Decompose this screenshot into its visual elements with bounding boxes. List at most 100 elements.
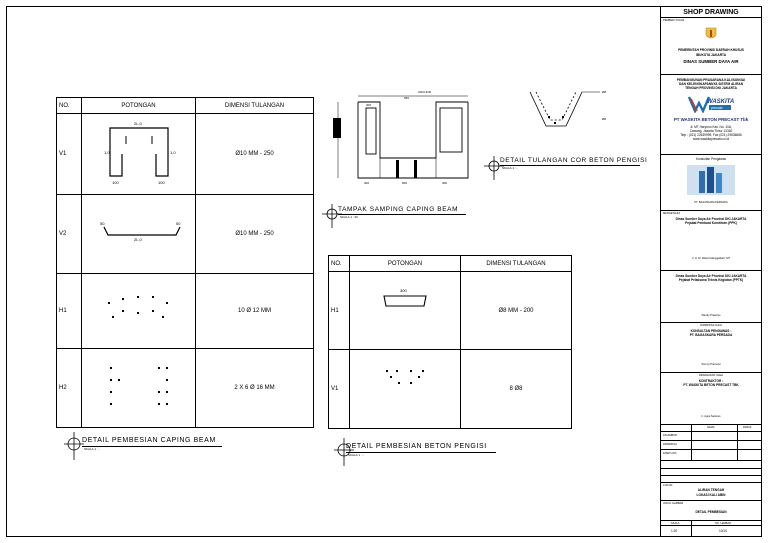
- bagaskara-logo-icon: [687, 165, 735, 195]
- svg-text:100: 100: [112, 180, 119, 185]
- checker-2: PT. BAGASKARA PERSADA: [689, 333, 733, 337]
- svg-text:WASKITA: WASKITA: [707, 99, 734, 105]
- caption-scale: SKALA 1 : 20: [340, 215, 358, 219]
- project-line-1: PEMBANGUNAN PRASARANA KALI/SUNGAI: [676, 78, 746, 82]
- consultant-name: PT. BAGASKARA PERSADA: [694, 201, 728, 204]
- owner-line-2: IBUKOTA JAKARTA: [695, 53, 727, 57]
- caption-infill: DETAIL TULANGAN COR BETON PENGISI: [500, 157, 648, 164]
- scale-sheet-section: SKALA NO. LEMBAR 1:20 10/10: [661, 521, 761, 536]
- svg-text:2L,0: 2L,0: [134, 121, 143, 126]
- maker-2: PT. WASKITA BETON PRECAST TBK: [683, 383, 739, 387]
- sheet-label: NO. LEMBAR: [715, 522, 731, 525]
- address-line-1: Jl. MT Haryono Kav. No. 10A,: [690, 125, 732, 129]
- caption-tampak-samping: TAMPAK SAMPING CAPING BEAM: [338, 206, 459, 213]
- caption-scale: SKALA 1 : -: [84, 447, 100, 451]
- owner-line-3: DINAS SUMBER DAYA AIR: [683, 59, 739, 64]
- caption-underline: [338, 214, 466, 215]
- location-line-2: LOKASI KALI ABIN: [696, 493, 726, 497]
- signatory-1: Ir. H. M. Robert Manggabarit, MT: [692, 257, 730, 260]
- consultant-section: Konsultan Pengawas PT. BAGASKARA PERSADA: [661, 155, 761, 211]
- agency-1b: Pejabat Pembuat Komitmen (PPK): [685, 221, 737, 225]
- caption-underline: [500, 165, 640, 166]
- caption-scale: SKALA 1 : -: [502, 166, 518, 170]
- col-header-no: NO.: [56, 97, 82, 114]
- agency-2: Dinas Sumber Daya Air Provinsi DKI JAKAR…: [675, 274, 747, 278]
- checked-section: DIPERIKSA OLEH KONSULTAN PENGAWAS : PT. …: [661, 323, 761, 373]
- rebar-table-beton-pengisi: NO. POTONGAN DIMENSI TULANGAN H1 300 Ø8 …: [328, 255, 572, 429]
- rebar-shape-h1: [81, 273, 196, 349]
- row-dim: Ø10 MM - 250: [195, 113, 314, 195]
- svg-text:50: 50: [176, 221, 181, 226]
- contractor-name: PT WASKITA BETON PRECAST Tbk: [673, 117, 749, 122]
- checked2-label: DIPERIKSA: [663, 443, 677, 446]
- agency-1: Dinas Sumber Daya Air Provinsi DKI JAKAR…: [675, 217, 747, 221]
- caption-caping-beam: DETAIL PEMBESIAN CAPING BEAM: [82, 437, 216, 444]
- row-no: H1: [328, 271, 350, 350]
- row-no: V2: [56, 194, 82, 274]
- location-label: LOKASI: [663, 484, 673, 487]
- revision-rows: [661, 461, 761, 483]
- svg-text:300: 300: [364, 181, 369, 185]
- table-row: V1 2L,0 1,0 1,0 100 100 Ø10 MM - 250: [56, 113, 314, 195]
- approval-pptk-section: Dinas Sumber Daya Air Provinsi DKI JAKAR…: [661, 271, 761, 323]
- drawing-title-section: JUDUL GAMBAR DETAIL PEMBESIAN: [661, 501, 761, 521]
- infill-h1-drawing: 300: [383, 288, 427, 307]
- col-header-potongan: POTONGAN: [349, 255, 461, 272]
- checked-label: DIPERIKSA OLEH: [700, 324, 722, 327]
- jakarta-emblem-icon: [705, 27, 717, 39]
- row-no: V1: [56, 113, 82, 195]
- rebar-shape-infill-v1: [349, 349, 461, 429]
- agency-2b: Pejabat Pelaksana Teknis Kegiatan (PPTK): [678, 278, 744, 282]
- address-line-4: www.waskitaprecast.co.id: [692, 137, 730, 141]
- table-row: V1 8 Ø8: [328, 349, 572, 429]
- caption-underline: [346, 452, 496, 453]
- sign-col-paraf: PARAF: [743, 426, 752, 429]
- table-row: H1 300 Ø8 MM - 200: [328, 271, 572, 350]
- rebar-shape-v2: 2L,0 50 50: [81, 194, 196, 274]
- rebar-h2-drawing: [110, 367, 168, 405]
- made-label: DIKERJAKAN OLEH: [698, 374, 724, 377]
- svg-text:2L,0: 2L,0: [134, 237, 143, 242]
- signatory-2: Wendy Prasetyo: [701, 314, 721, 317]
- rebar-table-caping-beam: NO. POTONGAN DIMENSI TULANGAN V1 2L,0 1,…: [56, 97, 314, 428]
- title-block-heading: SHOP DRAWING: [661, 7, 761, 18]
- caping-beam-section-drawing: ANCHOR 300 650 300 600 300: [333, 90, 469, 185]
- approved2-label: DISETUJUI: [663, 452, 677, 455]
- col-header-no: NO.: [328, 255, 350, 272]
- table-row: H2 2 X 6 Ø 16 MM: [56, 348, 314, 428]
- section-marker-icon: [334, 438, 354, 466]
- svg-text:100: 100: [158, 180, 165, 185]
- sign-col-name: NAMA: [707, 426, 715, 429]
- title-block: SHOP DRAWING PEMBERI TUGAS PEMERINTAH PR…: [660, 7, 761, 536]
- owner-section: PEMBERI TUGAS PEMERINTAH PROVINSI DAERAH…: [661, 18, 761, 75]
- project-line-2: DAN KELENGKAPANNYA SISTEM ALIRAN: [678, 82, 744, 86]
- rebar-shape-v1: 2L,0 1,0 1,0 100 100: [81, 113, 196, 195]
- svg-text:300: 300: [400, 288, 407, 293]
- svg-text:1,0: 1,0: [104, 150, 110, 155]
- col-header-potongan: POTONGAN: [81, 97, 196, 114]
- scale-label: SKALA: [671, 522, 680, 525]
- rebar-shape-h2: [81, 348, 196, 428]
- address-line-3: Telp : (021) 22639999, Fax (021) 2963666…: [680, 133, 742, 137]
- project-line-3: TENGAH PROVINSI DKI JAKARTA: [685, 86, 737, 90]
- caption-underline: [82, 446, 222, 447]
- sheet-value: 10/10: [719, 529, 727, 533]
- row-dim: 2 X 6 Ø 16 MM: [195, 348, 314, 428]
- owner-line-1: PEMERINTAH PROVINSI DAERAH KHUSUS: [678, 48, 744, 52]
- signatory-3: Tommy Pramono: [701, 363, 721, 366]
- address-line-2: Cawang, Jakarta Timur 13340: [689, 129, 733, 133]
- svg-text:1,0: 1,0: [170, 150, 176, 155]
- drawing-label: JUDUL GAMBAR: [663, 502, 684, 505]
- caption-scale: SKALA 1 : -: [348, 453, 364, 457]
- section-marker-icon: [64, 432, 84, 460]
- table-row: V2 2L,0 50 50 Ø10 MM - 250: [56, 194, 314, 274]
- project-section: PEMBANGUNAN PRASARANA KALI/SUNGAI DAN KE…: [661, 75, 761, 155]
- row-dim: Ø10 MM - 250: [195, 194, 314, 274]
- row-no: H2: [56, 348, 82, 428]
- svg-text:Ø8: Ø8: [602, 90, 606, 94]
- signature-table: NAMA PARAF DIGAMBAR DIPERIKSA DISETUJUI: [661, 425, 761, 461]
- svg-text:650: 650: [404, 96, 409, 100]
- svg-text:600: 600: [402, 181, 407, 185]
- row-dim: Ø8 MM - 200: [460, 271, 572, 350]
- drawing-title: DETAIL PEMBESIAN: [695, 510, 727, 514]
